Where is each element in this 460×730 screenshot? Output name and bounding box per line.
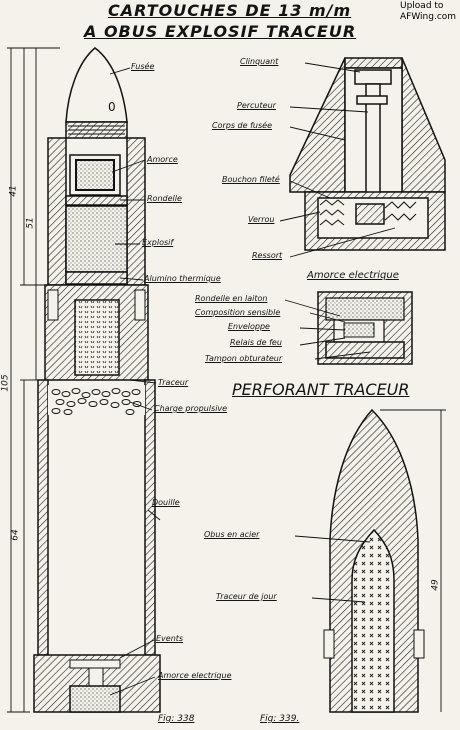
- label-clinquant: Clinquant: [240, 57, 279, 66]
- fuse-detail: [289, 57, 446, 251]
- primer-heading: Amorce electrique: [307, 270, 399, 281]
- electric-primer: [69, 685, 121, 713]
- projectile-body: [47, 137, 67, 286]
- label-verrou: Verrou: [248, 215, 275, 224]
- propellant-grains: [51, 388, 142, 415]
- label-events: Events: [156, 634, 184, 643]
- dim-41: 41: [8, 185, 19, 197]
- label-ressort: Ressort: [252, 251, 283, 260]
- label-corps: Corps de fusée: [212, 121, 272, 130]
- title-line-2: A OBUS EXPLOSIF TRACEUR: [84, 22, 357, 41]
- label-explosif: Explosif: [142, 238, 174, 247]
- armor-piercing-tracer: [323, 408, 425, 713]
- label-amorce-electrique: Amorce electrique: [158, 671, 232, 680]
- label-traceur: Traceur: [158, 378, 189, 387]
- label-tampon: Tampon obturateur: [205, 354, 283, 363]
- label-rondelle: Rondelle: [147, 194, 182, 203]
- label-composition: Composition sensible: [195, 308, 281, 317]
- day-tracer-cavity: [351, 528, 395, 713]
- fuse-nose: [65, 47, 128, 123]
- explosive-tracer-cartridge: [33, 47, 161, 713]
- watermark-line-2: AFWing.com: [400, 12, 457, 22]
- label-bouchon: Bouchon fileté: [222, 175, 280, 184]
- label-zero: 0: [108, 100, 116, 114]
- label-fusee: Fusée: [131, 62, 155, 71]
- dim-64: 64: [10, 529, 21, 541]
- explosive-fill: [65, 205, 128, 273]
- dim-51: 51: [25, 217, 36, 229]
- dim-49: 49: [430, 579, 441, 591]
- lock-bolt: [355, 203, 385, 225]
- label-relais: Relais de feu: [230, 338, 282, 347]
- label-alumino: Alumino thermique: [144, 274, 221, 283]
- label-douille: Douille: [152, 498, 180, 507]
- label-charge: Charge propulsive: [154, 404, 228, 413]
- watermark: Upload to AFWing.com: [400, 1, 456, 23]
- tracer-channel: [74, 299, 120, 376]
- title-line-1: CARTOUCHES DE 13 m/m: [108, 1, 352, 20]
- label-percuteur: Percuteur: [237, 101, 276, 110]
- cartridge-case: [37, 379, 49, 656]
- label-amorce: Amorce: [147, 155, 178, 164]
- label-traceur-jour: Traceur de jour: [216, 592, 277, 601]
- label-rondelle-laiton: Rondelle en laiton: [195, 294, 268, 303]
- caption-fig-339: Fig: 339.: [260, 714, 300, 724]
- caption-fig-338: Fig: 338: [158, 714, 195, 724]
- primer-detail: [317, 291, 413, 365]
- dim-105: 105: [0, 374, 11, 392]
- ap-heading: PERFORANT TRACEUR: [232, 380, 410, 399]
- watermark-line-1: Upload to: [400, 1, 444, 11]
- label-enveloppe: Enveloppe: [228, 322, 270, 331]
- label-obus-acier: Obus en acier: [204, 530, 260, 539]
